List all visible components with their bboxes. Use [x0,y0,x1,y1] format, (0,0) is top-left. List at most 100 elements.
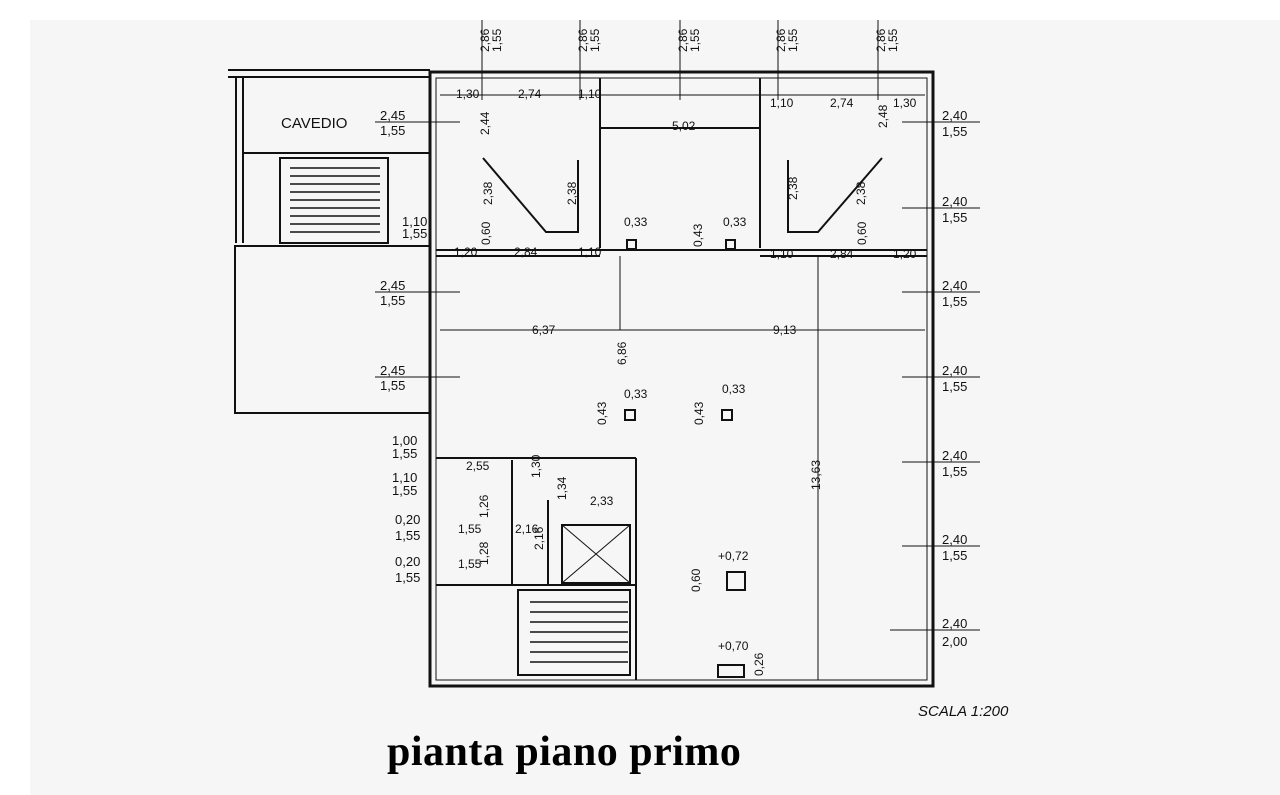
svg-text:2,74: 2,74 [518,87,542,101]
svg-text:0,43: 0,43 [691,223,705,247]
wc-diagonal-right [787,157,883,233]
pillar [624,409,636,421]
stair-treads [290,167,628,663]
svg-text:2,86: 2,86 [676,28,690,52]
svg-text:2,16: 2,16 [532,526,546,550]
svg-text:2,38: 2,38 [786,176,800,200]
svg-text:+0,70: +0,70 [718,639,749,653]
svg-text:1,55: 1,55 [402,226,427,241]
svg-text:+0,72: +0,72 [718,549,749,563]
svg-text:0,26: 0,26 [752,652,766,676]
svg-text:1,55: 1,55 [942,548,967,563]
svg-text:1,10: 1,10 [578,87,602,101]
svg-text:0,60: 0,60 [689,568,703,592]
svg-text:9,13: 9,13 [773,323,797,337]
svg-text:0,60: 0,60 [855,221,869,245]
svg-text:0,20: 0,20 [395,554,420,569]
top-window-dims: 2,86 1,55 2,86 1,55 2,86 1,55 2,86 1,55 … [478,28,900,52]
scanned-paper [30,20,1280,795]
svg-text:2,74: 2,74 [830,96,854,110]
svg-text:13,63: 13,63 [809,460,823,490]
svg-text:2,86: 2,86 [774,28,788,52]
svg-text:5,02: 5,02 [672,119,696,133]
internal-dims: 1,30 2,74 1,10 1,10 2,74 1,30 5,02 2,44 … [454,87,917,676]
svg-text:1,28: 1,28 [477,541,491,565]
svg-text:0,60: 0,60 [479,221,493,245]
outer-wall [428,70,935,688]
svg-text:1,55: 1,55 [942,379,967,394]
svg-text:2,45: 2,45 [380,363,405,378]
svg-text:1,10: 1,10 [578,245,602,259]
svg-text:1,00: 1,00 [392,433,417,448]
svg-text:0,20: 0,20 [395,512,420,527]
svg-text:2,86: 2,86 [478,28,492,52]
svg-text:1,55: 1,55 [490,28,504,52]
svg-text:0,33: 0,33 [624,215,648,229]
svg-text:1,55: 1,55 [392,446,417,461]
svg-text:0,43: 0,43 [692,401,706,425]
svg-text:0,33: 0,33 [624,387,648,401]
svg-text:1,10: 1,10 [770,247,794,261]
svg-text:1,10: 1,10 [770,96,794,110]
svg-text:2,38: 2,38 [565,181,579,205]
page-margin [0,0,30,795]
outer-wall-inner [435,77,928,681]
pillar [725,239,736,250]
svg-text:2,48: 2,48 [876,104,890,128]
svg-text:2,38: 2,38 [481,181,495,205]
svg-text:2,40: 2,40 [942,532,967,547]
svg-text:1,20: 1,20 [454,245,478,259]
svg-text:2,40: 2,40 [942,616,967,631]
shaft-grille [726,571,746,591]
svg-text:1,30: 1,30 [456,87,480,101]
svg-text:2,86: 2,86 [576,28,590,52]
svg-text:1,55: 1,55 [380,378,405,393]
svg-text:2,84: 2,84 [514,245,538,259]
svg-text:1,30: 1,30 [893,96,917,110]
svg-text:1,55: 1,55 [380,123,405,138]
svg-text:1,55: 1,55 [392,483,417,498]
svg-text:2,86: 2,86 [874,28,888,52]
left-window-dims: 2,45 1,55 1,10 1,55 2,45 1,55 2,45 1,55 … [380,108,427,585]
svg-text:1,55: 1,55 [786,28,800,52]
annex-room [234,245,431,414]
cavedio-label: CAVEDIO [281,115,347,132]
svg-text:2,45: 2,45 [380,108,405,123]
right-window-dims: 2,40 1,55 2,40 1,55 2,40 1,55 2,40 1,55 … [942,108,967,649]
svg-text:2,40: 2,40 [942,363,967,378]
svg-text:2,45: 2,45 [380,278,405,293]
svg-text:1,10: 1,10 [402,214,427,229]
svg-text:2,40: 2,40 [942,108,967,123]
svg-text:1,55: 1,55 [942,294,967,309]
svg-text:2,55: 2,55 [466,459,490,473]
svg-text:1,55: 1,55 [458,557,482,571]
svg-text:1,55: 1,55 [588,28,602,52]
svg-text:2,40: 2,40 [942,278,967,293]
svg-text:2,44: 2,44 [478,111,492,135]
svg-text:1,55: 1,55 [942,464,967,479]
svg-text:1,10: 1,10 [392,470,417,485]
svg-text:1,55: 1,55 [688,28,702,52]
svg-text:1,26: 1,26 [477,494,491,518]
stair-block [279,157,389,244]
svg-text:1,55: 1,55 [942,124,967,139]
stair-core [517,589,631,676]
svg-text:2,84: 2,84 [830,247,854,261]
wc-diagonal-left [482,157,579,233]
svg-text:6,86: 6,86 [615,341,629,365]
svg-text:1,34: 1,34 [555,476,569,500]
svg-text:2,40: 2,40 [942,448,967,463]
svg-text:2,40: 2,40 [942,194,967,209]
svg-text:1,55: 1,55 [458,522,482,536]
svg-text:1,20: 1,20 [893,247,917,261]
svg-text:2,38: 2,38 [854,181,868,205]
svg-text:1,55: 1,55 [395,570,420,585]
svg-text:1,30: 1,30 [529,454,543,478]
pillar [721,409,733,421]
shaft-grille [717,664,745,678]
svg-text:0,43: 0,43 [595,401,609,425]
svg-text:1,55: 1,55 [942,210,967,225]
svg-text:1,55: 1,55 [380,293,405,308]
